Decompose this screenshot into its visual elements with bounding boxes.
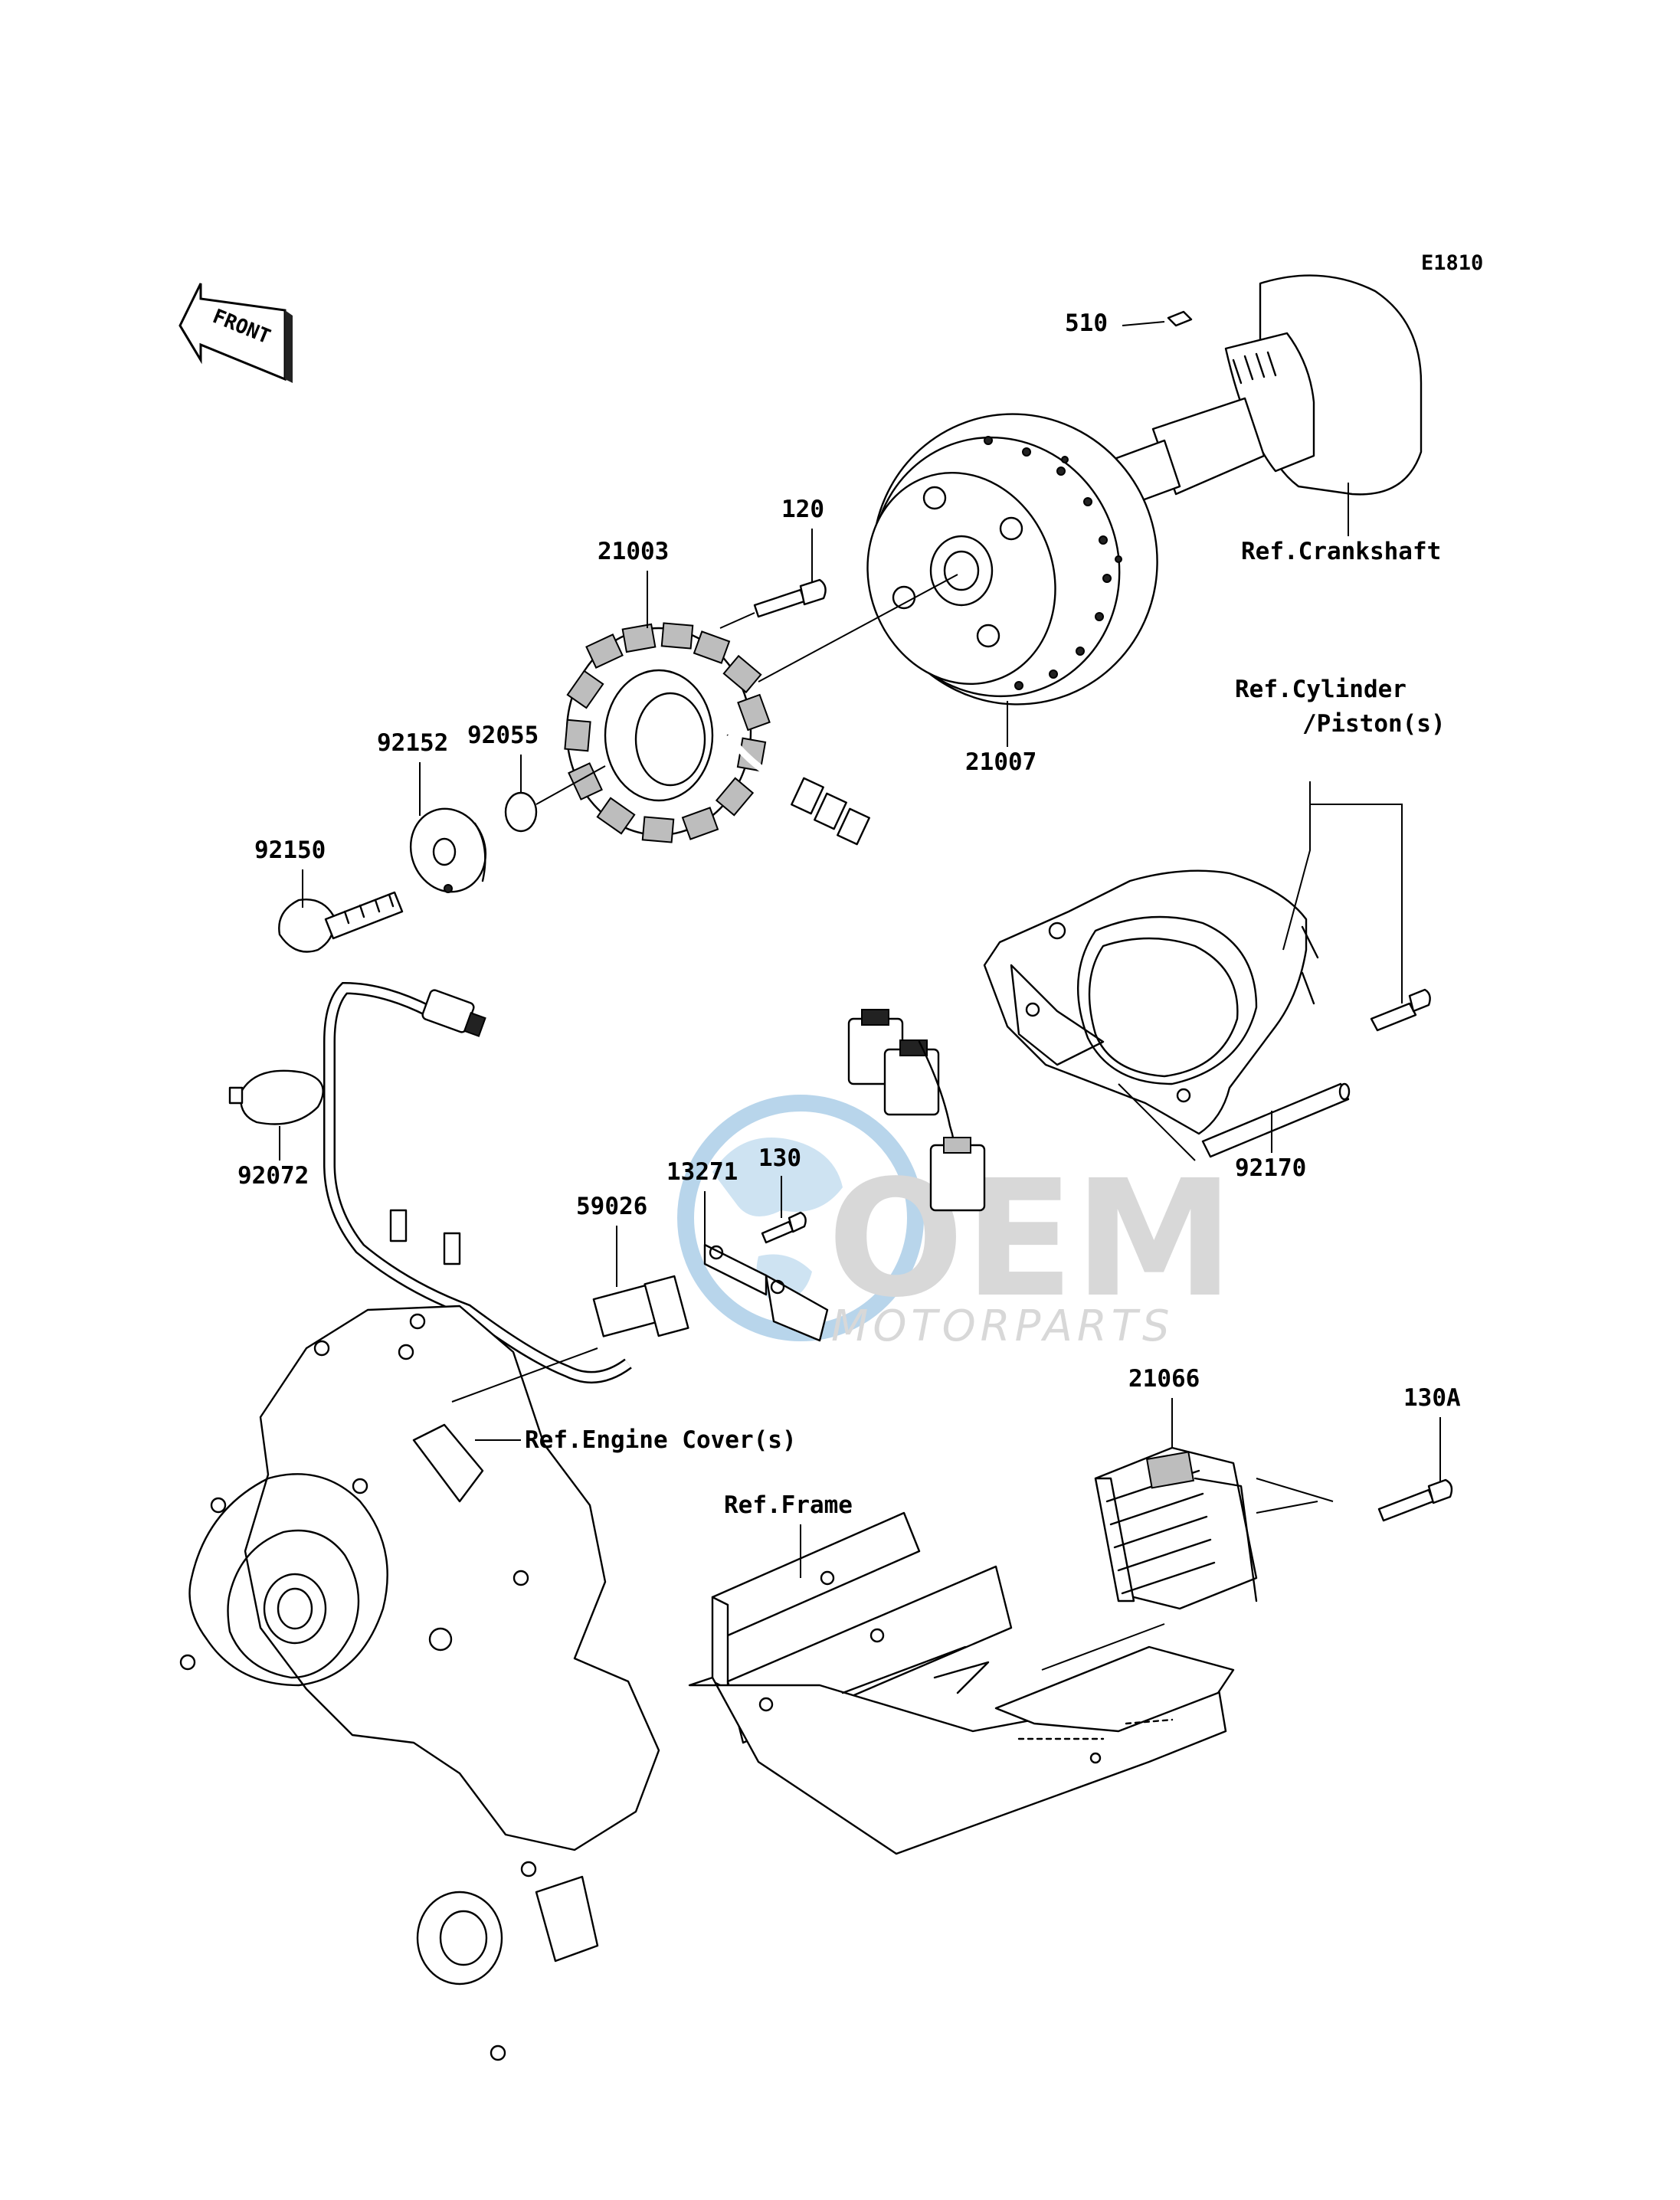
watermark: OEM MOTORPARTS xyxy=(677,1095,1234,1351)
flywheel-part xyxy=(866,413,1158,706)
callout-92072: 92072 xyxy=(237,1162,309,1190)
callout-130: 130 xyxy=(758,1144,801,1172)
front-arrow-icon: FRONT xyxy=(178,283,293,383)
callout-59026: 59026 xyxy=(576,1193,647,1220)
stud-92170-icon xyxy=(1201,1082,1351,1158)
callout-13271: 13271 xyxy=(666,1158,738,1186)
callout-92150: 92150 xyxy=(254,836,326,864)
watermark-sub: MOTORPARTS xyxy=(831,1301,1174,1351)
watermark-continents-icon xyxy=(712,1138,843,1302)
ref-cylinder-line2: /Piston(s) xyxy=(1302,710,1446,738)
regulator-part xyxy=(1094,1446,1258,1610)
callout-21066: 21066 xyxy=(1128,1365,1200,1393)
callout-92152: 92152 xyxy=(377,729,448,757)
bolt-92150-icon xyxy=(278,891,404,953)
ref-frame: Ref.Frame xyxy=(724,1491,853,1519)
bolt-130a-icon xyxy=(1377,1478,1453,1522)
pickup-harness xyxy=(323,981,689,1383)
clamp-92072-icon xyxy=(228,1069,324,1125)
key-510-icon xyxy=(1167,310,1193,327)
ref-crankshaft: Ref.Crankshaft xyxy=(1241,538,1441,565)
callout-92170: 92170 xyxy=(1235,1154,1306,1182)
callout-21007: 21007 xyxy=(965,748,1036,776)
callout-510: 510 xyxy=(1065,309,1108,337)
cylinder-part xyxy=(983,869,1319,1135)
callout-120: 120 xyxy=(781,496,824,523)
plate-92152-icon xyxy=(409,807,487,893)
ref-engine-cover: Ref.Engine Cover(s) xyxy=(525,1426,797,1454)
engine-cover-part xyxy=(179,1305,660,2061)
crankshaft-part xyxy=(1088,274,1423,515)
oring-92055-icon xyxy=(504,791,538,833)
bolt-130-icon xyxy=(761,1211,807,1244)
callout-92055: 92055 xyxy=(467,722,539,749)
stator-part xyxy=(564,622,771,843)
diagram-code: E1810 xyxy=(1421,251,1483,275)
bracket-13271-icon xyxy=(703,1243,829,1342)
cylinder-bolt-icon xyxy=(1370,988,1431,1032)
frame-part xyxy=(688,1511,1235,1855)
bolt-120-icon xyxy=(753,578,827,618)
stator-harness xyxy=(725,733,986,1212)
callout-130A: 130A xyxy=(1403,1384,1461,1412)
ref-cylinder-line1: Ref.Cylinder xyxy=(1235,676,1407,703)
watermark-brand: OEM xyxy=(827,1145,1234,1333)
callout-21003: 21003 xyxy=(598,538,669,565)
